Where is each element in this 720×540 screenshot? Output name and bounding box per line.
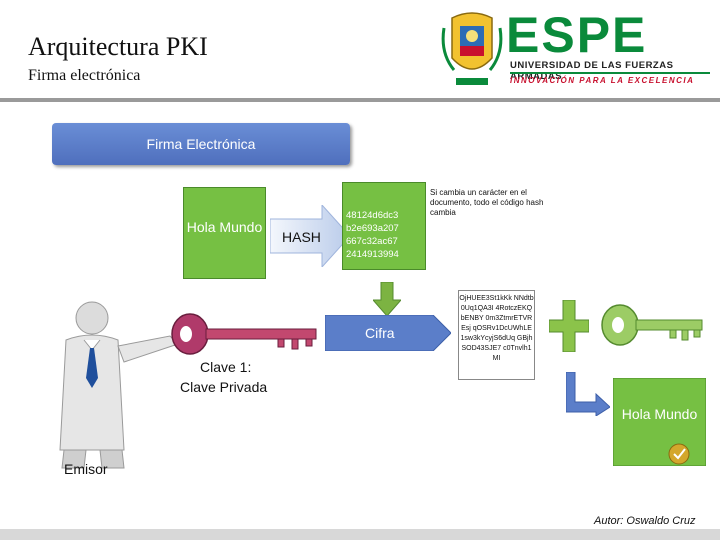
seal-icon: [668, 443, 690, 465]
logo-university: UNIVERSIDAD DE LAS FUERZAS ARMADAS: [510, 60, 674, 82]
logo-motto: INNOVACIÓN PARA LA EXCELENCIA: [510, 76, 695, 85]
document-box: Hola Mundo: [183, 187, 266, 279]
logo-wordmark: ESPE: [506, 7, 648, 63]
hash-label: HASH: [282, 229, 321, 245]
page-subtitle: Firma electrónica: [28, 67, 141, 84]
header-divider: [0, 98, 720, 102]
cipher-label: Cifra: [365, 325, 395, 341]
author-credit: Autor: Oswaldo Cruz: [594, 515, 696, 527]
document-text: Hola Mundo: [186, 219, 263, 235]
hash-value-box: 48124d6dc3 b2e693a207 667c32ac67 2414913…: [342, 182, 426, 270]
down-arrow-icon: [373, 282, 401, 316]
signed-document-text: Hola Mundo: [621, 406, 698, 422]
cipher-value-box: OjHUEE3St1kKk NNdtb0Uq1QA3I 4RotczEKQbEN…: [458, 290, 535, 380]
signed-document-box: [613, 378, 706, 466]
elbow-arrow-icon: [566, 372, 610, 416]
private-key-label: Clave 1: Clave Privada: [180, 357, 267, 397]
person-icon: [59, 301, 179, 469]
footer-bar: [0, 529, 720, 540]
crest-icon: [441, 12, 503, 85]
emisor-label: Emisor: [64, 461, 108, 477]
private-key-label-line1: Clave 1:: [200, 359, 252, 375]
page-title: Arquitectura PKI: [28, 32, 208, 61]
signature-banner: Firma Electrónica: [52, 123, 350, 165]
green-key-icon: [601, 304, 703, 346]
logo-divider: [510, 72, 710, 74]
hash-arrow-icon: [270, 205, 350, 267]
private-key-icon: [171, 313, 317, 355]
plus-icon: [549, 300, 589, 352]
cipher-arrow-icon: [325, 315, 451, 351]
hash-note: Si cambia un carácter en el documento, t…: [430, 188, 544, 217]
private-key-label-line2: Clave Privada: [180, 379, 268, 395]
